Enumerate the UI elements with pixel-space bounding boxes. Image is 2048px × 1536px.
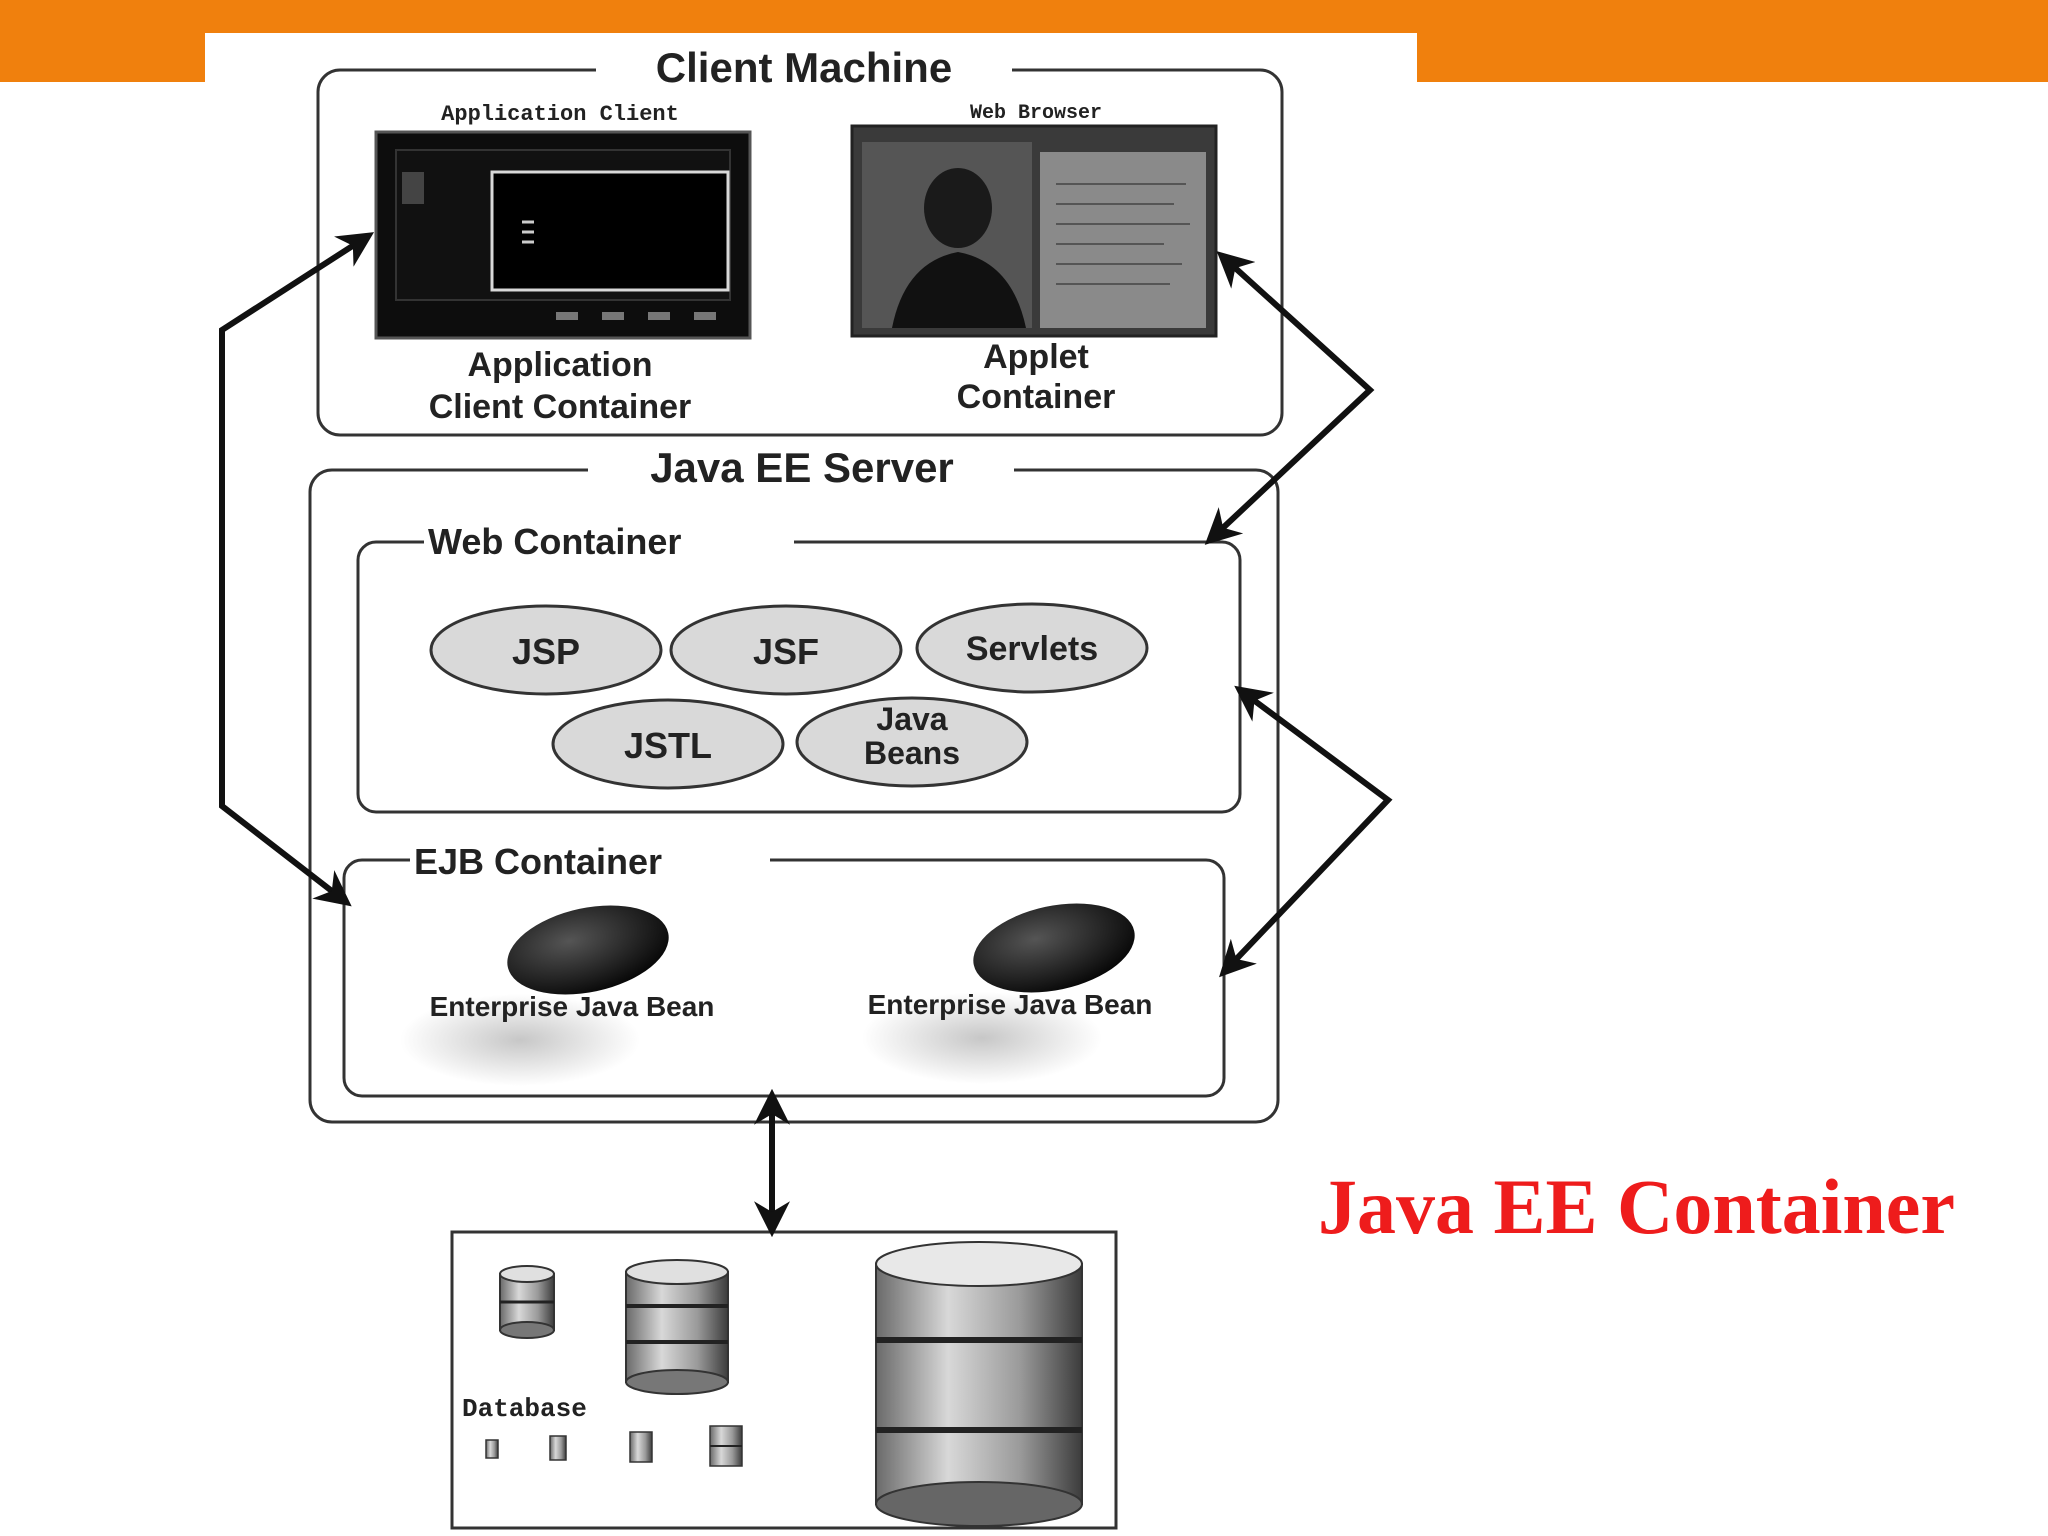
enterprise-bean-2-label: Enterprise Java Bean (868, 989, 1153, 1020)
arrow-applet-to-web (1204, 251, 1375, 545)
java-ee-server-box: Java EE Server (308, 444, 1280, 1124)
application-client-caption: Application Client (441, 102, 679, 127)
web-container-title: Web Container (428, 521, 681, 562)
svg-text:JSF: JSF (753, 631, 819, 672)
database-cylinders (485, 1241, 1083, 1527)
svg-text:JSP: JSP (512, 631, 580, 672)
slide-title: Java EE Container (1318, 1163, 1956, 1250)
connection-arrows (219, 232, 1393, 1238)
ejb-container-box: EJB Container (342, 840, 1226, 1098)
applet-container-line2: Container (957, 378, 1116, 416)
applet-container-line1: Applet (983, 338, 1089, 376)
svg-text:JSTL: JSTL (624, 725, 712, 766)
arrow-appclient-to-ejb (219, 232, 375, 907)
application-client-screen: Application Client (374, 102, 752, 340)
web-browser-screen: Web Browser (850, 102, 1218, 338)
component-jsf: JSF (669, 604, 903, 696)
app-client-container-line2: Client Container (429, 388, 692, 426)
database-label: Database (462, 1394, 587, 1424)
arrow-web-to-ejb (1219, 685, 1393, 978)
enterprise-bean-1-label: Enterprise Java Bean (430, 991, 715, 1022)
web-browser-caption: Web Browser (970, 102, 1102, 125)
client-machine-title: Client Machine (656, 44, 952, 91)
component-jsp: JSP (429, 604, 663, 696)
web-container-box: Web Container (356, 520, 1242, 814)
component-servlets: Servlets (915, 602, 1149, 694)
svg-text:Servlets: Servlets (966, 630, 1098, 668)
enterprise-bean-2: Enterprise Java Bean (862, 903, 1153, 1084)
java-ee-server-title: Java EE Server (650, 444, 954, 491)
component-jstl: JSTL (551, 698, 785, 790)
ejb-container-title: EJB Container (414, 841, 662, 882)
app-client-container-line1: Application (467, 346, 652, 384)
enterprise-bean-1: Enterprise Java Bean (400, 905, 715, 1086)
